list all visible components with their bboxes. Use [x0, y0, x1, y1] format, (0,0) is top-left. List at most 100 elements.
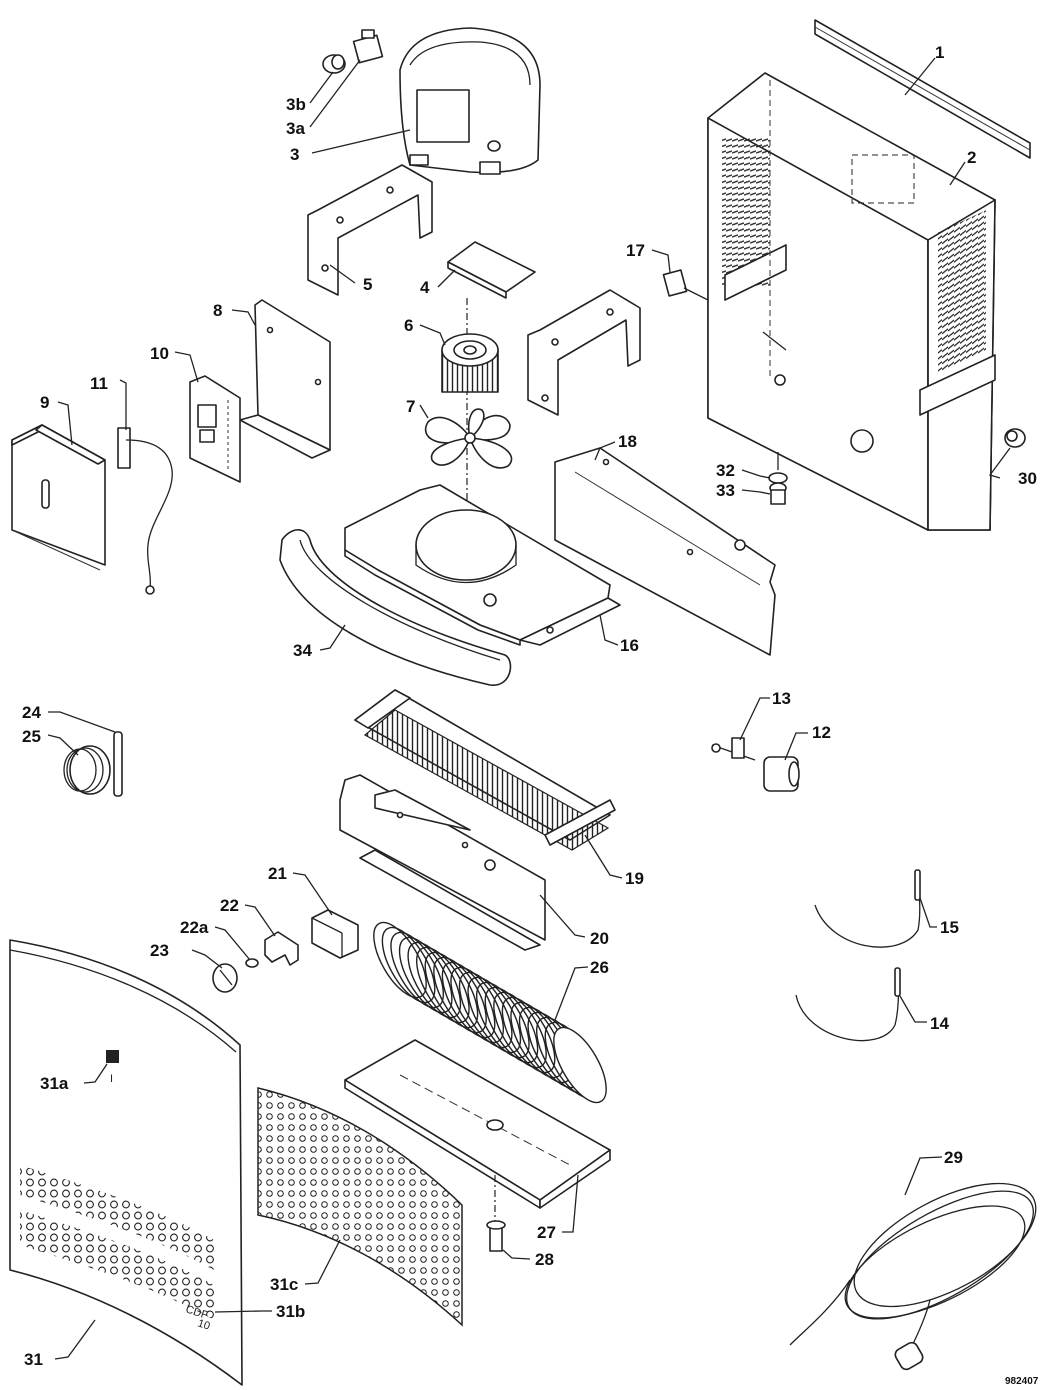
part-29-power-cord — [789, 1182, 1037, 1371]
label-11: 11 — [90, 374, 108, 393]
part-3-compressor — [399, 27, 541, 175]
part-labels: 1 2 3 3a 3b 4 5 6 7 8 9 10 11 12 13 14 1… — [22, 43, 1039, 1387]
part-13-valve — [711, 737, 756, 761]
leader-lines — [47, 57, 1011, 1360]
label-16: 16 — [620, 636, 639, 655]
label-13: 13 — [772, 689, 791, 708]
part-4-motor-plate — [447, 241, 536, 299]
label-5: 5 — [363, 275, 372, 294]
part-28-drain — [486, 1220, 506, 1252]
figure-id: 982407 — [1005, 1376, 1039, 1387]
panel-model-number: 10 — [196, 1317, 211, 1332]
duct-coil-turn — [467, 976, 522, 1054]
label-3: 3 — [290, 145, 299, 164]
part-3b-capacitor — [322, 54, 346, 74]
label-6: 6 — [404, 316, 413, 335]
part-24-25-tubing — [63, 731, 123, 797]
duct-coil-turn — [553, 1026, 607, 1104]
part-18-side-panel — [554, 447, 776, 656]
label-22: 22 — [220, 896, 239, 915]
part-12-coil — [763, 756, 800, 792]
label-22a: 22a — [180, 918, 209, 937]
label-18: 18 — [618, 432, 637, 451]
part-23-knob — [212, 963, 238, 993]
label-12: 12 — [812, 723, 831, 742]
label-30: 30 — [1018, 469, 1037, 488]
duct-coil-turn — [501, 996, 556, 1074]
label-34: 34 — [293, 641, 312, 660]
part-17-connector — [662, 269, 709, 301]
label-17: 17 — [626, 241, 645, 260]
label-19: 19 — [625, 869, 644, 888]
duct-coil-turn — [476, 981, 530, 1059]
label-31b: 31b — [276, 1302, 305, 1321]
label-31: 31 — [24, 1350, 43, 1369]
label-23: 23 — [150, 941, 169, 960]
part-11-thermostat — [117, 427, 173, 595]
duct-coil-turn — [373, 921, 427, 999]
duct-coil-turn — [398, 936, 453, 1014]
label-14: 14 — [930, 1014, 949, 1033]
part-27-drip-tray — [344, 1039, 611, 1209]
part-1-top-rail — [814, 19, 1031, 159]
part-34-trim — [279, 529, 512, 686]
part-3a-relay — [352, 29, 384, 64]
part-10-control-board — [189, 375, 241, 483]
part-2-housing-cabinet — [707, 72, 996, 531]
duct-coil-turn — [510, 1001, 564, 1079]
label-26: 26 — [590, 958, 609, 977]
part-30-plug — [1004, 428, 1026, 448]
part-20-evaporator-tray — [339, 774, 546, 951]
part-5-bracket-right — [527, 289, 641, 416]
label-25: 25 — [22, 727, 41, 746]
label-20: 20 — [590, 929, 609, 948]
duct-coil-turn — [441, 961, 496, 1039]
label-28: 28 — [535, 1250, 554, 1269]
duct-coil-turn — [416, 946, 470, 1024]
duct-coil-turn — [493, 991, 547, 1069]
part-26-duct — [373, 921, 607, 1104]
label-2: 2 — [967, 148, 976, 167]
label-32: 32 — [716, 461, 735, 480]
part-8-mounting-plate — [239, 299, 331, 459]
label-3a: 3a — [286, 119, 305, 138]
duct-coil-turn — [458, 971, 513, 1049]
part-22-knob-bracket — [264, 931, 299, 966]
duct-coil-turn — [484, 986, 539, 1064]
label-1: 1 — [935, 43, 944, 62]
label-4: 4 — [420, 278, 430, 297]
part-9-electrical-box — [11, 424, 106, 571]
label-31c: 31c — [270, 1275, 298, 1294]
label-24: 24 — [22, 703, 41, 722]
part-21-sensor-box — [311, 909, 359, 959]
duct-coil-turn — [381, 926, 436, 1004]
duct-coil-turn — [450, 966, 504, 1044]
part-7-fan-blade — [425, 408, 513, 469]
part-31-front-panel: CDF 10 I — [9, 939, 243, 1386]
label-31a: 31a — [40, 1074, 69, 1093]
label-15: 15 — [940, 918, 959, 937]
label-10: 10 — [150, 344, 169, 363]
label-8: 8 — [213, 301, 222, 320]
part-14-sensor — [795, 967, 901, 1042]
duct-coil-turn — [407, 941, 462, 1019]
label-9: 9 — [40, 393, 49, 412]
switch-mark: I — [110, 1073, 113, 1085]
label-29: 29 — [944, 1148, 963, 1167]
part-19-condenser — [354, 689, 616, 851]
part-5-bracket — [307, 164, 433, 296]
label-21: 21 — [268, 864, 287, 883]
part-31c-grille — [257, 1087, 463, 1327]
label-33: 33 — [716, 481, 735, 500]
duct-coil-turn — [433, 956, 487, 1034]
label-3b: 3b — [286, 95, 306, 114]
part-32-33-fittings — [768, 452, 788, 505]
part-22a-washer — [245, 958, 259, 968]
duct-coil-turn — [390, 931, 444, 1009]
duct-coil-turn — [424, 951, 479, 1029]
part-16-shroud — [344, 484, 621, 646]
part-15-sensor — [814, 869, 921, 948]
label-7: 7 — [406, 397, 415, 416]
part-6-fan-motor — [441, 333, 499, 393]
